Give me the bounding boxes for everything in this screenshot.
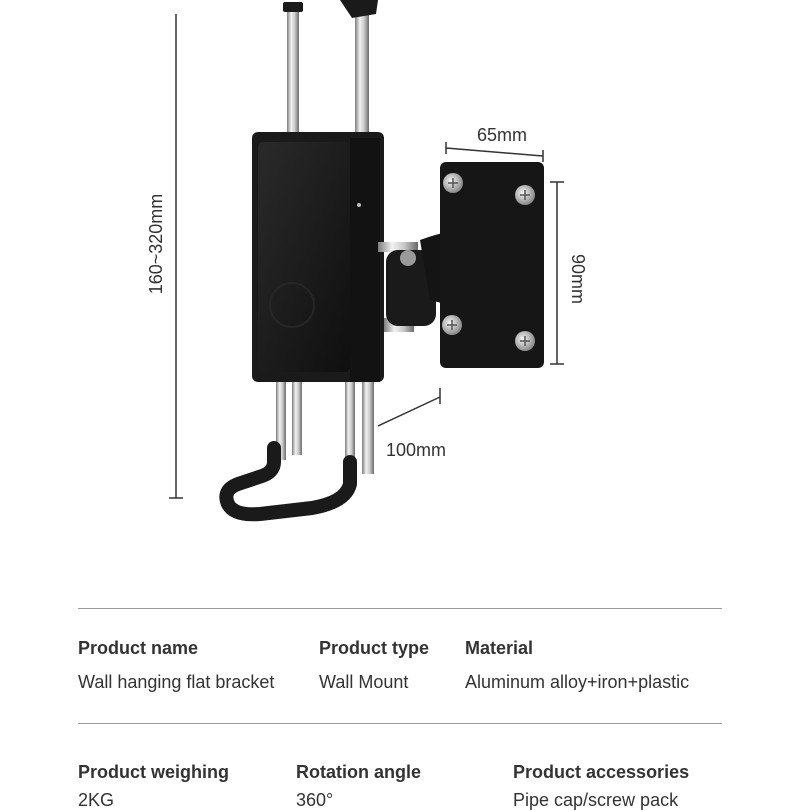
divider-middle [78,723,722,724]
plate-width-label: 65mm [477,125,527,145]
arm-depth-dimension-line [377,388,441,427]
bottom-hook [219,441,357,522]
material-value: Aluminum alloy+iron+plastic [465,672,690,692]
plate-height-label: 90mm [568,254,588,304]
product-weighing-label: Product weighing [78,762,229,782]
product-illustration: 160~320mm [146,0,588,522]
product-type-label: Product type [319,638,430,658]
rotation-angle-label: Rotation angle [296,762,421,782]
product-type-value: Wall Mount [319,672,409,692]
top-rods [283,0,378,142]
plate-height-dimension-line [550,181,564,365]
clamp-body [252,132,384,382]
product-accessories-value: Pipe cap/screw pack [513,790,679,810]
wall-plate [440,162,544,368]
product-name-value: Wall hanging flat bracket [78,672,275,692]
rotation-angle-value: 360° [296,790,334,810]
bottom-rods [276,370,374,474]
height-dimension-label: 160~320mm [146,194,166,295]
height-dimension-line [169,14,183,499]
plate-width-dimension-line [445,142,544,162]
material-label: Material [465,638,534,658]
product-name-label: Product name [78,638,199,658]
product-weighing-value: 2KG [78,790,115,810]
product-accessories-label: Product accessories [513,762,690,782]
divider-top [78,608,722,609]
arm-depth-label: 100mm [386,440,446,460]
